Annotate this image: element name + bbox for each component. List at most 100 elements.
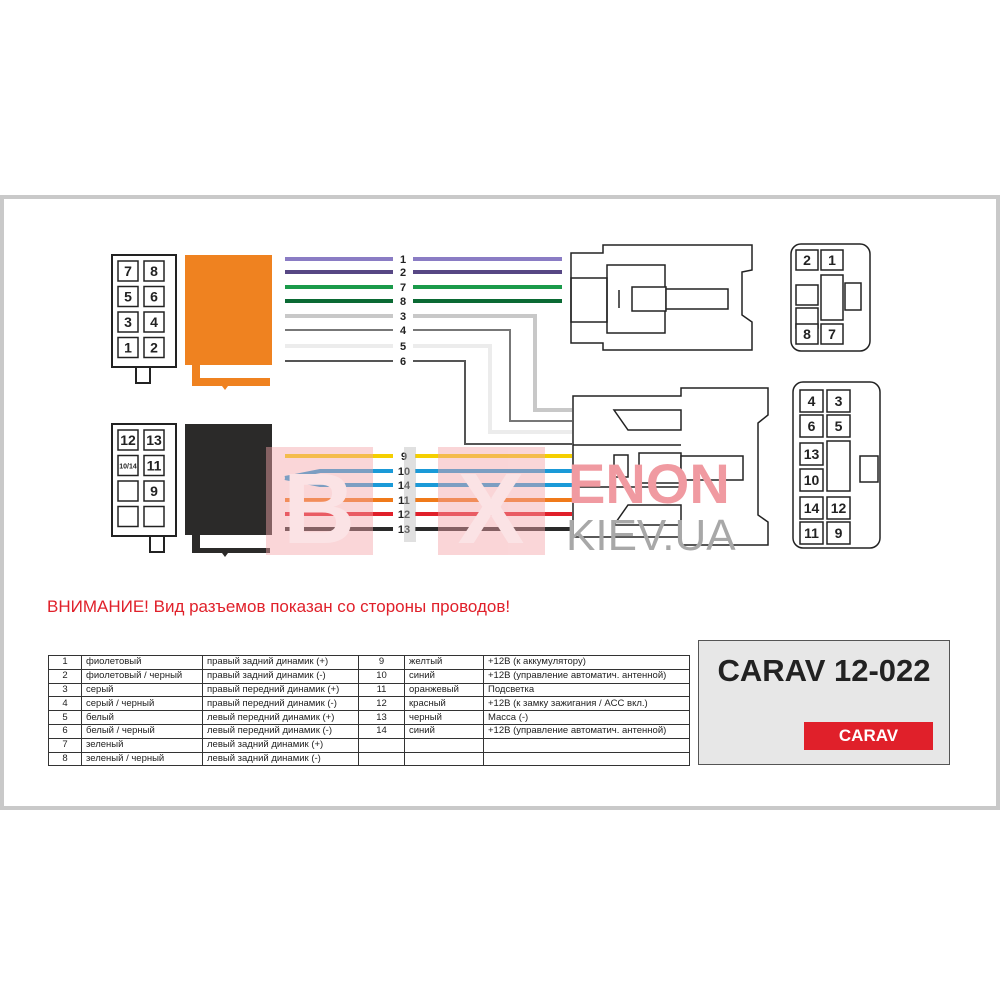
car-connector-b-side (572, 387, 769, 546)
table-cell: 14 (358, 723, 405, 739)
wire-label: 2 (400, 267, 406, 279)
table-cell: 12 (358, 696, 405, 712)
table-cell: оранжевый (404, 682, 484, 698)
table-cell: Подсветка (483, 682, 690, 698)
iso-a-pin (143, 260, 165, 282)
wire-4-right (413, 329, 572, 422)
car-connector-a-side (570, 244, 753, 351)
table-cell: 11 (358, 682, 405, 698)
iso-a-pin-label: 4 (150, 314, 158, 330)
wire-label: 4 (400, 325, 407, 337)
car-b-pin (799, 468, 824, 492)
iso-a-pin-label: 1 (124, 340, 132, 356)
iso-connector-a-body (185, 255, 272, 390)
iso-b-pin (143, 505, 165, 528)
iso-a-pin-label: 3 (124, 314, 132, 330)
iso-a-pin-label: 5 (124, 289, 132, 305)
warning-text: ВНИМАНИЕ! Вид разъемов показан со сторон… (47, 597, 511, 616)
car-a-pin-label: 7 (828, 326, 836, 342)
table-cell: +12В (к аккумулятору) (483, 655, 690, 670)
iso-a-pin (117, 311, 139, 333)
table-cell: правый передний динамик (-) (202, 696, 359, 712)
car-a-pin (820, 249, 844, 271)
iso-a-pin (143, 336, 165, 359)
car-b-pin-label: 4 (808, 393, 816, 409)
watermark-site: KIEV.UA (566, 511, 736, 560)
table-cell: 7 (48, 737, 82, 753)
car-a-pin (795, 249, 819, 271)
iso-a-pin (143, 285, 165, 308)
table-cell: черный (404, 710, 484, 725)
table-cell: 6 (48, 723, 82, 739)
table-cell (358, 751, 405, 767)
car-b-pin-label: 5 (835, 418, 843, 434)
table-cell: 1 (48, 655, 82, 670)
wire-label: 3 (400, 311, 406, 323)
car-b-pin-label: 9 (835, 525, 843, 541)
table-cell: 8 (48, 751, 82, 767)
table-cell: левый задний динамик (+) (202, 737, 359, 753)
car-b-pin (799, 389, 824, 413)
car-b-pin (826, 521, 851, 545)
wire-label: 1 (400, 254, 406, 266)
table-cell: красный (404, 696, 484, 712)
iso-b-pin (143, 429, 165, 451)
car-b-pin-label: 3 (835, 393, 843, 409)
table-cell: белый (81, 710, 203, 725)
brand-logo: CARAV (804, 722, 933, 750)
model-title: CARAV 12-022 (717, 653, 931, 688)
watermark-brand: ENON (568, 452, 730, 515)
wire-label: 5 (400, 341, 406, 353)
iso-b-pin (143, 480, 165, 502)
table-cell: левый задний динамик (-) (202, 751, 359, 767)
table-cell: Масса (-) (483, 710, 690, 725)
table-cell: 2 (48, 668, 82, 684)
wire-label: 8 (400, 296, 406, 308)
iso-a-pin-label: 8 (150, 263, 158, 279)
car-a-pin-label: 2 (803, 252, 811, 268)
wire-14-left (284, 476, 393, 487)
watermark-letter-x: X (458, 453, 525, 565)
watermark-letter-b: B (283, 453, 355, 565)
iso-b-pin-label: 9 (150, 483, 158, 499)
wire-label: 11 (398, 495, 410, 507)
table-cell: белый / черный (81, 723, 203, 739)
iso-b-pin-label: 10/14 (119, 464, 137, 471)
iso-b-pin-label: 13 (146, 432, 162, 448)
wire-label: 10 (398, 466, 410, 478)
car-b-pin (799, 414, 824, 438)
wire-label: 9 (401, 451, 407, 463)
car-b-pin (826, 414, 851, 438)
car-b-pin-label: 13 (804, 446, 820, 462)
table-cell: серый / черный (81, 696, 203, 712)
table-cell: левый передний динамик (+) (202, 710, 359, 725)
iso-b-pin (117, 429, 139, 451)
car-b-pin-label: 14 (804, 500, 820, 516)
table-cell: 3 (48, 682, 82, 698)
table-cell (404, 737, 484, 753)
iso-a-pin-label: 6 (150, 289, 158, 305)
table-cell (483, 737, 690, 753)
table-cell (483, 751, 690, 767)
table-cell: +12В (к замку зажигания / ACC вкл.) (483, 696, 690, 712)
table-cell: 9 (358, 655, 405, 670)
title-box: CARAV 12-022 CARAV (698, 640, 950, 765)
table-cell (358, 737, 405, 753)
wires: 1278345691014111213 (284, 254, 572, 536)
iso-b-pin-label: 12 (120, 432, 136, 448)
table-cell: фиолетовый (81, 655, 203, 670)
table-cell: серый (81, 682, 203, 698)
wire-label: 6 (400, 356, 406, 368)
iso-a-pin (117, 260, 139, 282)
wire-10-left (284, 469, 393, 480)
iso-b-pin (117, 454, 139, 477)
car-b-pin (826, 496, 851, 520)
